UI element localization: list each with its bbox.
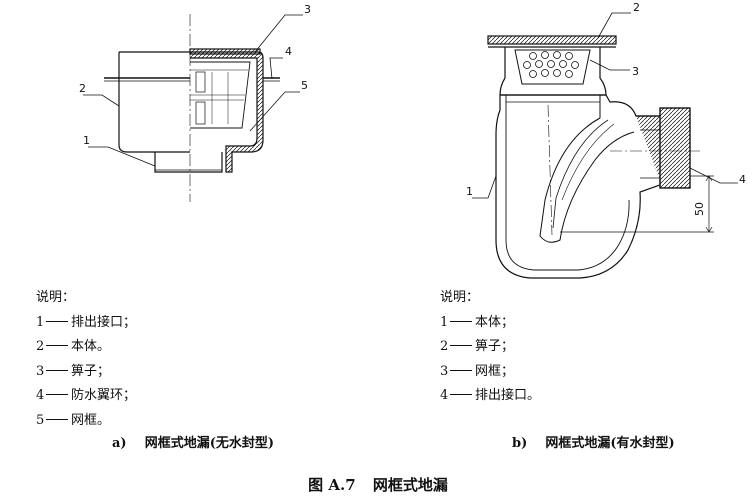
mesh-holes-b [523,51,579,78]
legend-b-title: 说明： [440,290,480,305]
grate-a [189,48,261,55]
callouts-a: 1 2 3 4 5 [79,3,311,147]
drawing-a [83,14,303,202]
callout-a-1: 1 [83,134,90,147]
mesh-basket-b [514,49,591,85]
dimension-label-50: 50 [693,202,706,216]
outlet-a [154,152,223,173]
caption-a-label: a) [112,436,127,451]
callout-b-4: 4 [739,173,746,186]
caption-a-text: 网框式地漏(无水封型) [144,436,274,451]
outlet-b [636,107,691,189]
callouts-b: 1 2 3 4 50 [466,1,746,216]
callout-a-3: 3 [304,3,311,16]
body-a-left [118,52,190,153]
figure-label: 图 A.7 [308,476,356,494]
body-b [495,94,661,279]
caption-b: b) 网框式地漏(有水封型) [512,432,675,451]
mesh-basket-a [190,61,251,129]
body-a-right [190,51,264,173]
figure-title: 图 A.7 网框式地漏 [0,474,756,495]
caption-b-text: 网框式地漏(有水封型) [545,436,675,451]
caption-a: a) 网框式地漏(无水封型) [112,432,274,451]
grate-b [487,35,617,45]
legend-a-title: 说明： [36,290,76,305]
drawings: 1 2 3 4 5 [79,1,746,279]
callout-a-2: 2 [79,82,86,95]
centerline-b-vert [547,104,553,236]
caption-b-label: b) [512,436,528,451]
callout-b-3: 3 [632,65,639,78]
callout-a-5: 5 [301,79,308,92]
figure-name: 网框式地漏 [372,476,448,494]
callout-b-2: 2 [633,1,640,14]
callout-b-1: 1 [466,185,473,198]
callout-a-4: 4 [285,45,292,58]
drawing-b [472,12,738,279]
